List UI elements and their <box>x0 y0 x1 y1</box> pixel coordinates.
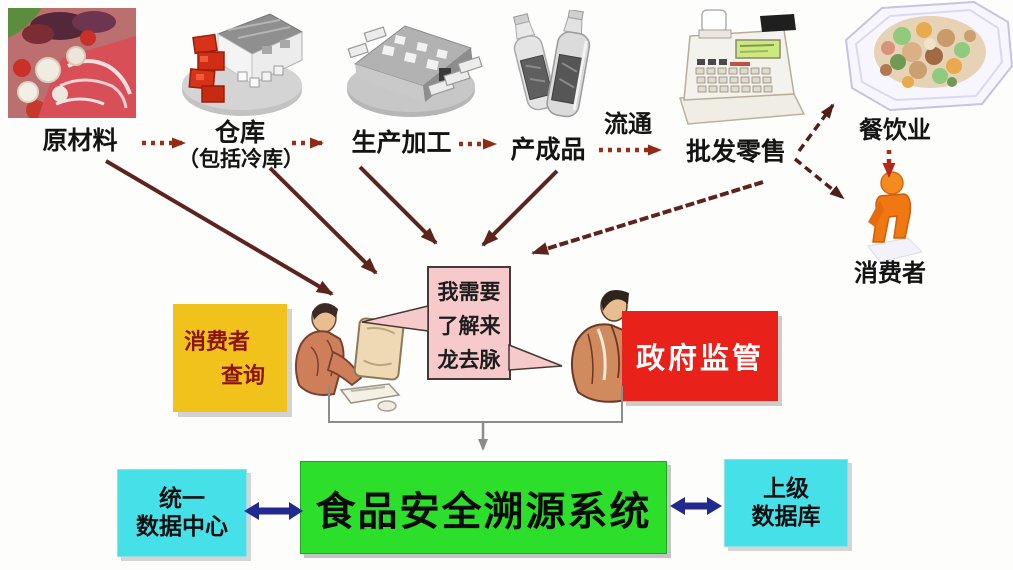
traceability-system-box: 食品安全溯源系统 <box>300 461 667 554</box>
consumer-query-line2: 查询 <box>221 363 266 388</box>
factory-icon <box>347 25 483 117</box>
arrow-production-to-speech <box>358 165 438 245</box>
superior-db-line1: 上级 <box>763 476 809 501</box>
speech-line1: 我需要 <box>437 281 501 304</box>
data-center-line2: 数据中心 <box>136 514 228 539</box>
label-warehouse-note: （包括冷库） <box>178 147 304 171</box>
consumer-query-line1: 消费者 <box>184 329 251 354</box>
government-supervision-box: 政府监管 <box>622 311 778 401</box>
bottles-icon <box>513 10 591 118</box>
superior-database-box: 上级 数据库 <box>724 459 848 547</box>
person-figure-icon <box>867 171 923 263</box>
arrow-warehouse-to-speech <box>268 166 378 275</box>
label-circulation: 流通 <box>604 112 652 138</box>
label-wholesale-retail: 批发零售 <box>685 139 786 166</box>
label-warehouse: 仓库 <box>214 120 265 147</box>
speech-line2: 了解来 <box>437 315 501 338</box>
arrow-raw-to-speech <box>104 159 334 296</box>
label-finished-goods: 产成品 <box>510 137 586 164</box>
superior-db-line2: 数据库 <box>751 504 821 529</box>
arrow-wholesale-to-consumer <box>793 157 845 200</box>
arrow-system-superior-db <box>670 497 722 515</box>
label-production: 生产加工 <box>351 130 452 157</box>
arrow-wholesale-to-speech <box>531 180 764 255</box>
raw-food-photo <box>8 8 136 118</box>
food-plate-icon <box>844 0 1013 112</box>
consumer-query-box: 消费者 查询 <box>173 304 287 412</box>
label-catering: 餐饮业 <box>859 118 931 144</box>
arrow-datacenter-system <box>244 502 303 520</box>
label-consumer: 消费者 <box>854 261 926 287</box>
data-center-line1: 统一 <box>159 486 205 511</box>
cash-register-icon <box>679 9 806 125</box>
speech-bubble-box: 我需要 了解来 龙去脉 <box>427 266 511 380</box>
person-at-computer-icon <box>295 303 405 412</box>
speech-line3: 龙去脉 <box>437 349 501 372</box>
label-raw-materials: 原材料 <box>42 128 118 155</box>
system-label: 食品安全溯源系统 <box>315 488 652 534</box>
arrow-finished-to-speech <box>481 169 559 247</box>
government-label: 政府监管 <box>635 343 764 375</box>
data-center-box: 统一 数据中心 <box>117 469 247 557</box>
warehouse-icon <box>182 13 304 116</box>
